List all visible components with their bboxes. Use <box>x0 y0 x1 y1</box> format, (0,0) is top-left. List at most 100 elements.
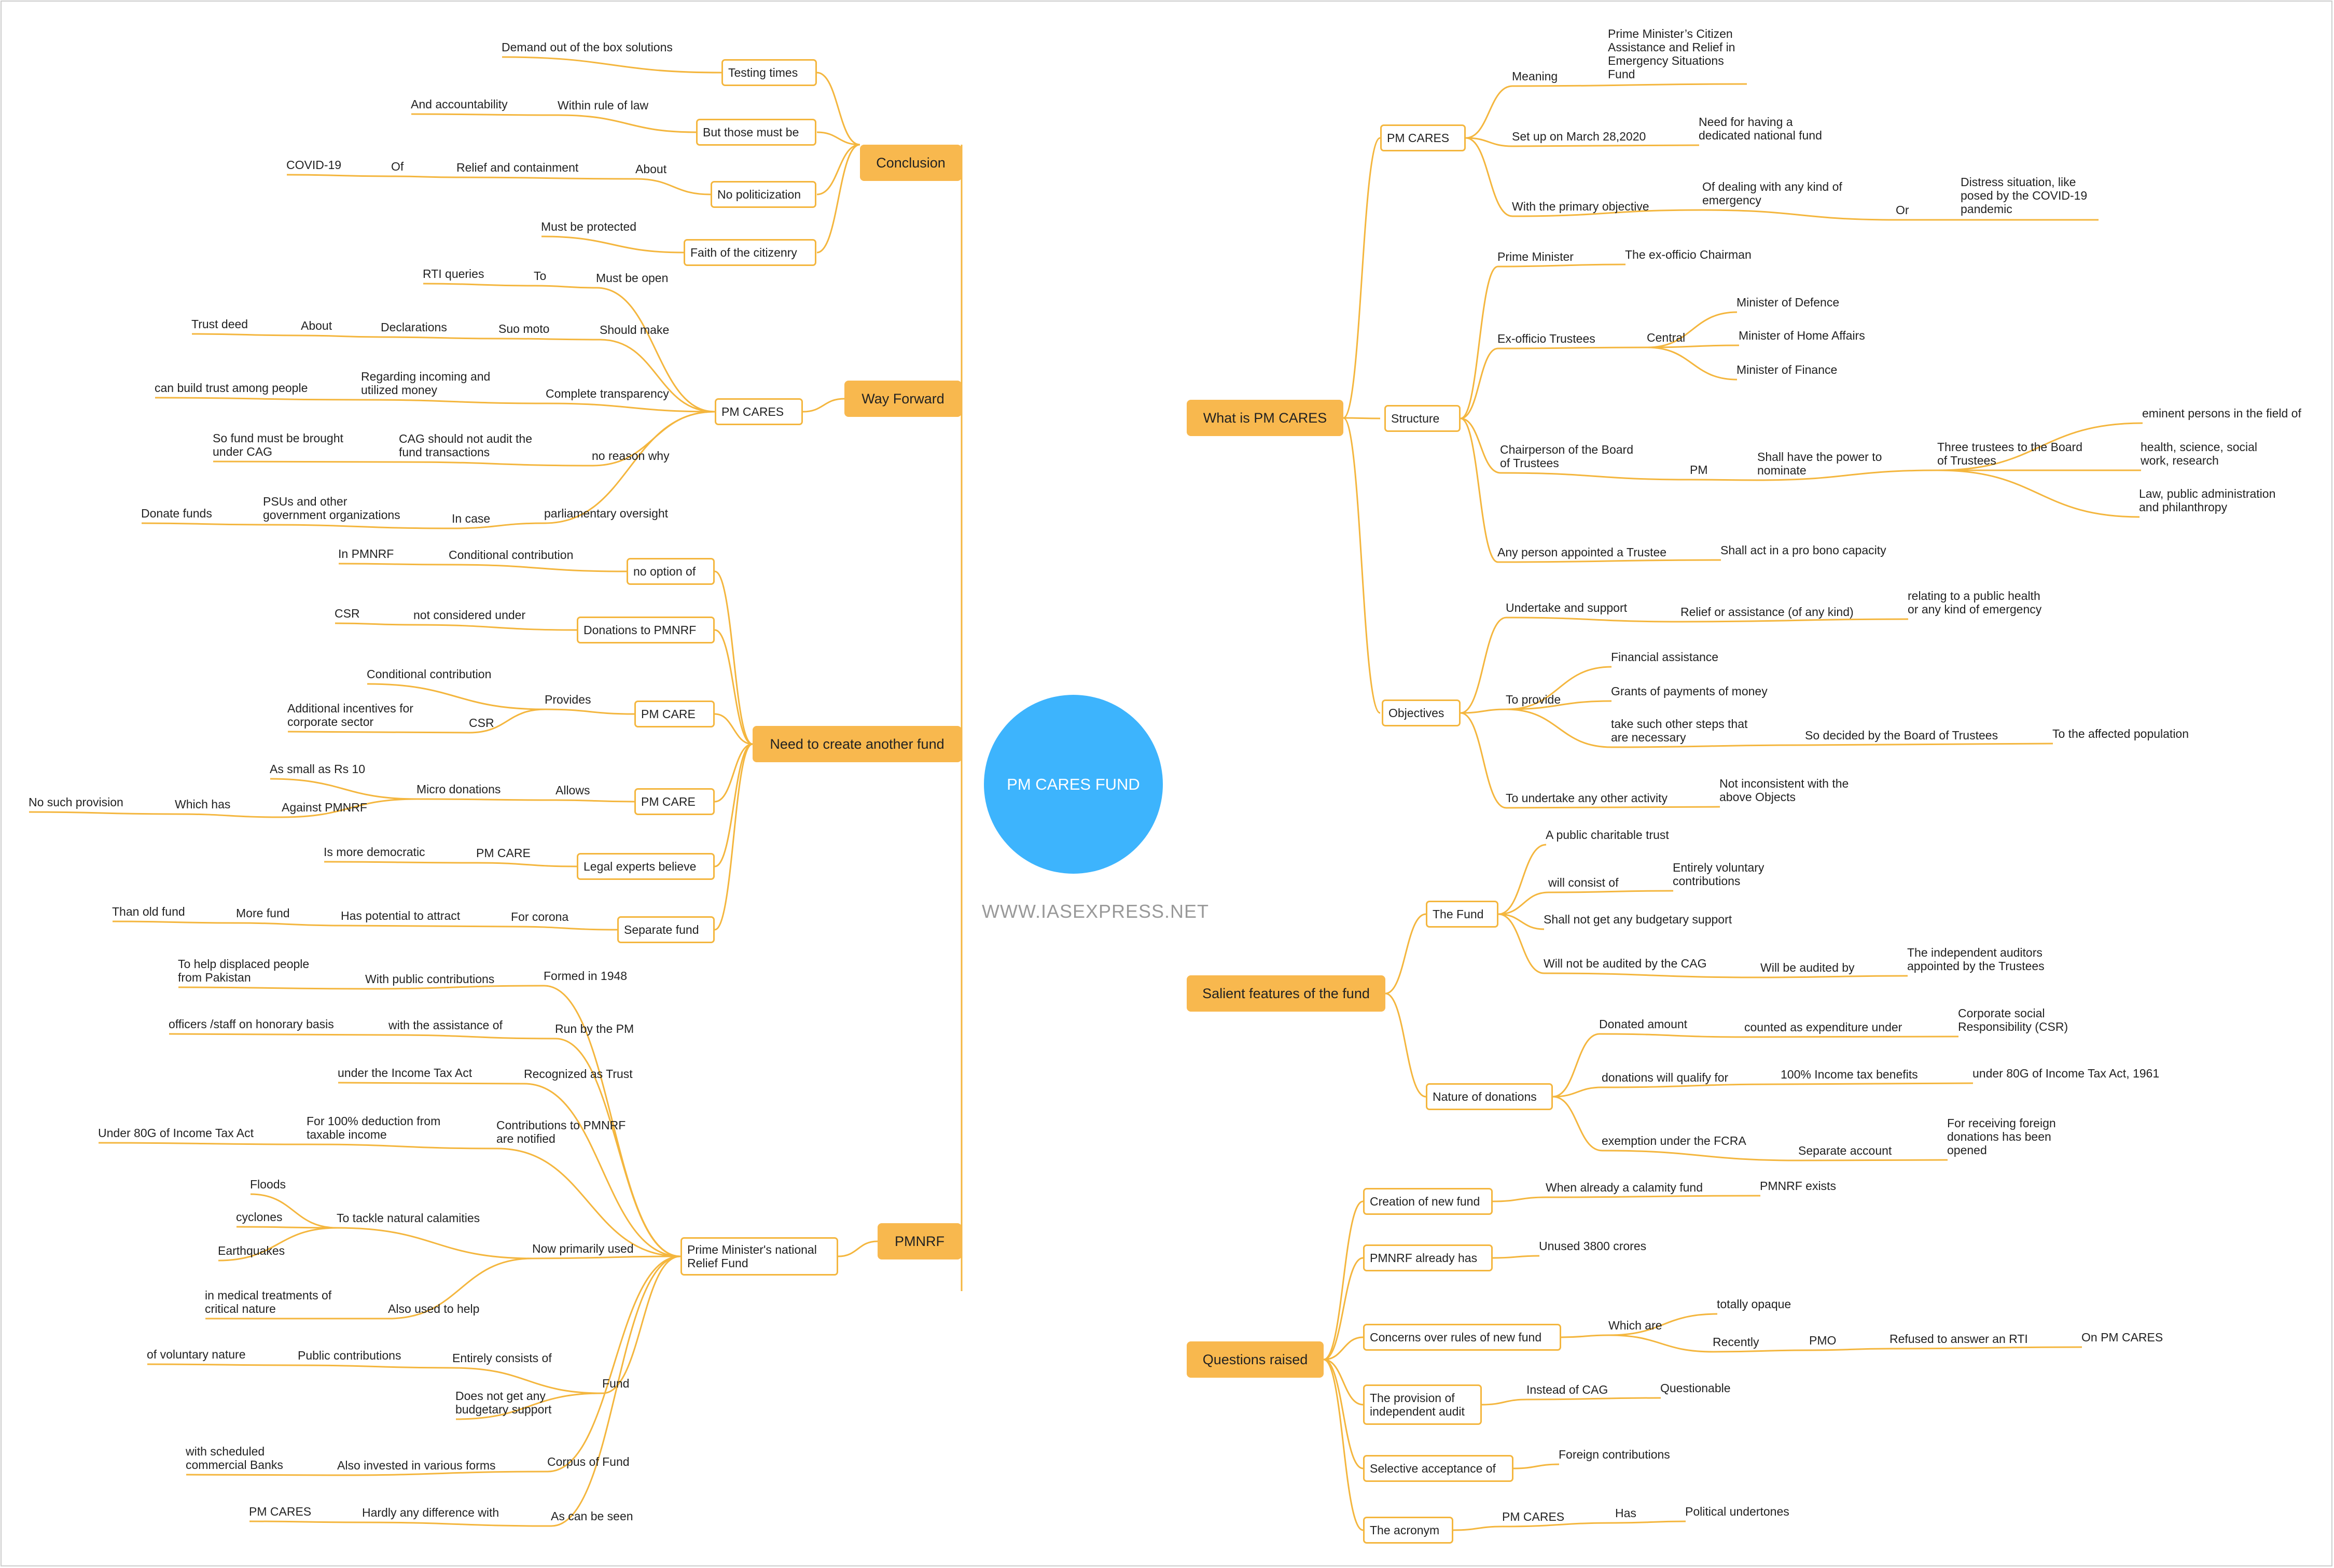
topic-label[interactable]: totally opaque <box>1717 1297 1791 1311</box>
topic-label[interactable]: When already a calamity fund <box>1546 1181 1703 1194</box>
topic-label[interactable]: Must be open <box>596 271 669 285</box>
topic-label[interactable]: Undertake and support <box>1506 601 1627 614</box>
topic-label[interactable]: PM CARE <box>476 846 531 860</box>
topic-label[interactable]: Has potential to attract <box>341 909 461 922</box>
topic-label[interactable]: can build trust among people <box>155 381 308 395</box>
topic-label[interactable]: Also used to help <box>388 1302 480 1315</box>
topic-label[interactable]: of voluntary nature <box>147 1348 246 1361</box>
topic-label[interactable]: Minister of Home Affairs <box>1739 329 1865 342</box>
topic-label[interactable]: officers /staff on honorary basis <box>169 1017 334 1031</box>
topic-label[interactable]: PMO <box>1809 1334 1837 1347</box>
topic-label[interactable]: CAG should not audit the fund transactio… <box>399 432 532 459</box>
branch-node[interactable]: Faith of the citizenry <box>684 239 816 266</box>
branch-node[interactable]: The Fund <box>1426 901 1498 928</box>
topic-label[interactable]: Shall not get any budgetary support <box>1544 913 1732 926</box>
topic-label[interactable]: exemption under the FCRA <box>1602 1134 1746 1147</box>
topic-label[interactable]: Of dealing with any kind of emergency <box>1702 180 1842 207</box>
topic-label[interactable]: Demand out of the box solutions <box>502 40 673 54</box>
central-topic[interactable]: PM CARES FUND <box>984 695 1163 874</box>
topic-label[interactable]: To <box>534 269 547 283</box>
topic-label[interactable]: About <box>301 319 332 332</box>
topic-label[interactable]: Provides <box>545 693 591 706</box>
topic-label[interactable]: Under 80G of Income Tax Act <box>98 1126 254 1140</box>
topic-label[interactable]: Relief and containment <box>456 161 579 174</box>
topic-label[interactable]: Refused to answer an RTI <box>1890 1332 2028 1346</box>
topic-label[interactable]: no reason why <box>592 449 670 463</box>
topic-label[interactable]: Will not be audited by the CAG <box>1544 957 1707 970</box>
topic-label[interactable]: Entirely voluntary contributions <box>1673 861 1765 888</box>
topic-label[interactable]: The ex-officio Chairman <box>1625 248 1752 261</box>
topic-label[interactable]: To tackle natural calamities <box>337 1211 480 1225</box>
topic-label[interactable]: For receiving foreign donations has been… <box>1947 1116 2056 1157</box>
topic-label[interactable]: Central <box>1647 331 1686 344</box>
topic-label[interactable]: Conditional contribution <box>449 548 574 562</box>
topic-label[interactable]: cyclones <box>236 1210 283 1224</box>
topic-label[interactable]: donations will qualify for <box>1602 1071 1729 1084</box>
topic-label[interactable]: Also invested in various forms <box>337 1459 496 1472</box>
branch-node[interactable]: PM CARE <box>634 701 715 727</box>
topic-label[interactable]: No such provision <box>29 795 123 809</box>
topic-label[interactable]: Hardly any difference with <box>362 1506 499 1519</box>
branch-node[interactable]: Objectives <box>1382 699 1461 726</box>
topic-label[interactable]: Minister of Defence <box>1736 296 1840 309</box>
topic-label[interactable]: Within rule of law <box>558 99 649 112</box>
topic-label[interactable]: The independent auditors appointed by th… <box>1907 946 2045 973</box>
main-branch-node[interactable]: Need to create another fund <box>753 726 962 762</box>
topic-label[interactable]: Instead of CAG <box>1526 1383 1608 1396</box>
branch-node[interactable]: no option of <box>627 558 715 585</box>
branch-node[interactable]: Creation of new fund <box>1363 1188 1493 1215</box>
topic-label[interactable]: eminent persons in the field of <box>2142 407 2301 420</box>
topic-label[interactable]: About <box>635 162 667 176</box>
topic-label[interactable]: under the Income Tax Act <box>338 1066 473 1080</box>
topic-label[interactable]: Donate funds <box>141 507 212 520</box>
branch-node[interactable]: PM CARES <box>715 398 803 425</box>
topic-label[interactable]: Corpus of Fund <box>547 1455 630 1468</box>
topic-label[interactable]: To help displaced people from Pakistan <box>178 957 310 984</box>
topic-label[interactable]: Shall have the power to nominate <box>1757 450 1882 477</box>
topic-label[interactable]: Ex-officio Trustees <box>1497 332 1595 345</box>
topic-label[interactable]: Must be protected <box>541 220 637 233</box>
topic-label[interactable]: Formed in 1948 <box>544 969 628 983</box>
topic-label[interactable]: Which are <box>1608 1319 1662 1332</box>
topic-label[interactable]: To provide <box>1506 693 1561 706</box>
main-branch-node[interactable]: Conclusion <box>860 145 962 181</box>
topic-label[interactable]: relating to a public health or any kind … <box>1908 589 2042 616</box>
topic-label[interactable]: In case <box>452 512 491 525</box>
topic-label[interactable]: CSR <box>469 716 494 730</box>
topic-label[interactable]: For 100% deduction from taxable income <box>307 1114 441 1141</box>
topic-label[interactable]: With public contributions <box>365 972 495 986</box>
topic-label[interactable]: On PM CARES <box>2081 1331 2163 1344</box>
branch-node[interactable]: Testing times <box>721 59 817 86</box>
topic-label[interactable]: Shall act in a pro bono capacity <box>1720 543 1886 557</box>
topic-label[interactable]: PSUs and other government organizations <box>263 495 400 522</box>
branch-node[interactable]: PM CARE <box>634 788 715 815</box>
topic-label[interactable]: Trust deed <box>191 317 248 331</box>
topic-label[interactable]: with the assistance of <box>388 1018 503 1032</box>
branch-node[interactable]: PM CARES <box>1380 124 1466 151</box>
topic-label[interactable]: not considered under <box>413 608 526 622</box>
topic-label[interactable]: Distress situation, like posed by the CO… <box>1961 175 2088 216</box>
topic-label[interactable]: Does not get any budgetary support <box>455 1389 552 1416</box>
topic-label[interactable]: Run by the PM <box>555 1022 634 1035</box>
topic-label[interactable]: Will be audited by <box>1760 961 1855 974</box>
topic-label[interactable]: Corporate social Responsibility (CSR) <box>1958 1006 2068 1033</box>
topic-label[interactable]: health, science, social work, research <box>2141 440 2258 467</box>
topic-label[interactable]: And accountability <box>411 97 508 111</box>
branch-node[interactable]: Legal experts believe <box>577 853 715 880</box>
topic-label[interactable]: Declarations <box>381 320 447 334</box>
topic-label[interactable]: For corona <box>511 910 569 923</box>
topic-label[interactable]: Prime Minister <box>1497 250 1574 263</box>
topic-label[interactable]: Entirely consists of <box>452 1351 552 1365</box>
topic-label[interactable]: Set up on March 28,2020 <box>1512 130 1646 143</box>
topic-label[interactable]: Unused 3800 crores <box>1539 1239 1647 1253</box>
topic-label[interactable]: Not inconsistent with the above Objects <box>1719 777 1849 804</box>
topic-label[interactable]: CSR <box>335 607 360 620</box>
topic-label[interactable]: To undertake any other activity <box>1506 791 1668 805</box>
branch-node[interactable]: The acronym <box>1363 1517 1453 1544</box>
topic-label[interactable]: PMNRF exists <box>1760 1179 1836 1193</box>
topic-label[interactable]: Foreign contributions <box>1559 1448 1670 1461</box>
branch-node[interactable]: Nature of donations <box>1426 1083 1553 1110</box>
main-branch-node[interactable]: Way Forward <box>844 381 962 417</box>
topic-label[interactable]: Regarding incoming and utilized money <box>361 370 491 397</box>
topic-label[interactable]: Financial assistance <box>1611 650 1719 664</box>
